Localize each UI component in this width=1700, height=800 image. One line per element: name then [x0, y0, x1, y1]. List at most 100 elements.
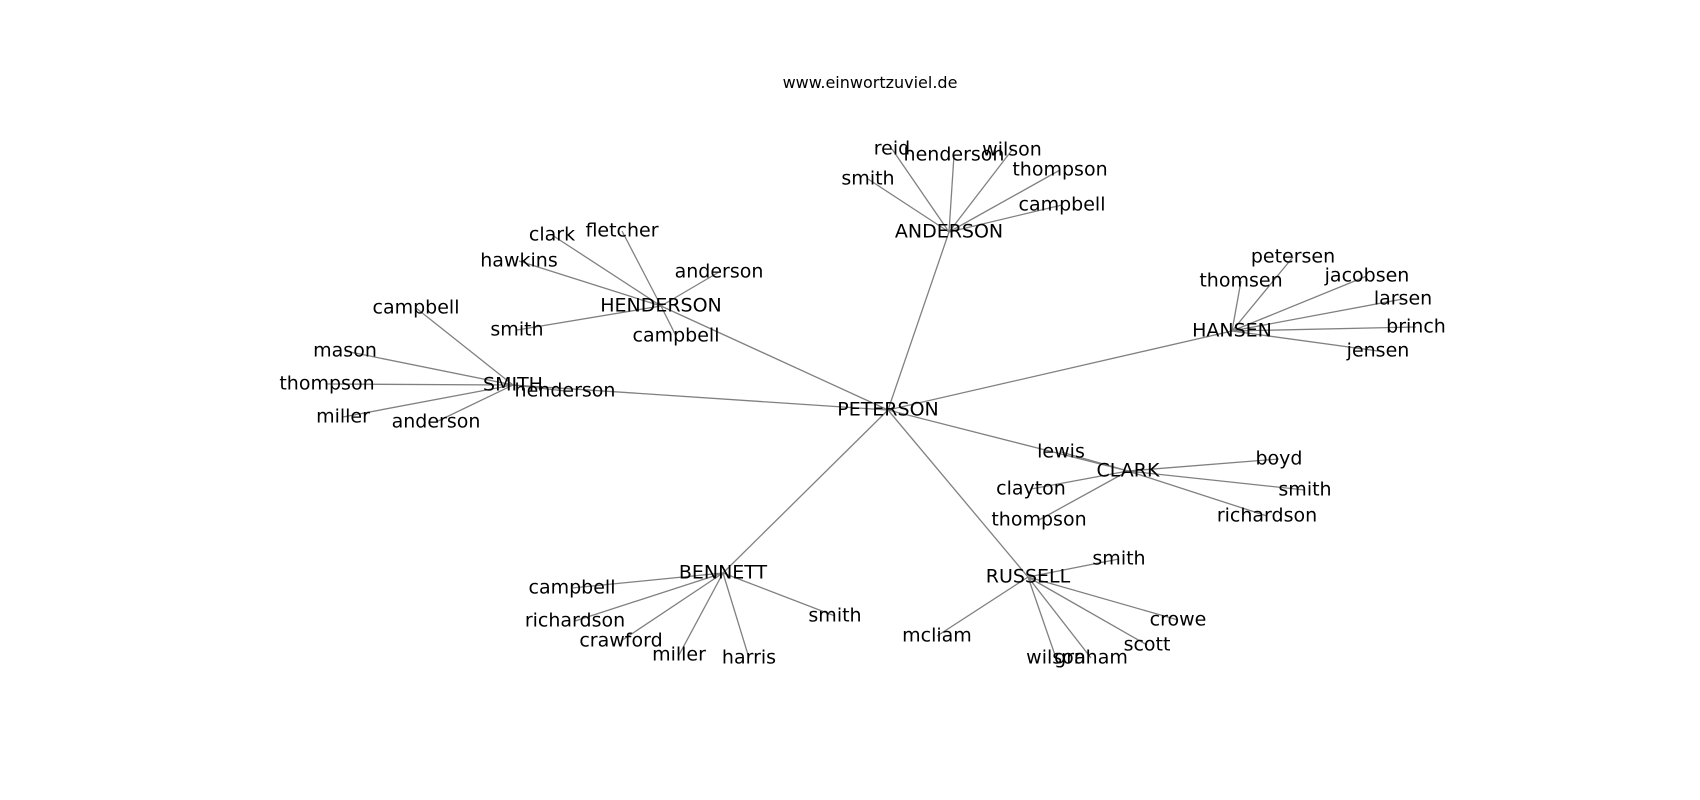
edge-henderson-smith	[516, 305, 662, 331]
leaf-node-label: henderson	[515, 380, 616, 402]
leaf-node-label: clark	[529, 224, 575, 246]
edge-henderson-clark	[551, 234, 662, 307]
leaf-node-label: campbell	[529, 577, 616, 599]
edge-russell-graham	[1027, 576, 1092, 659]
edge-hansen-jensen	[1231, 330, 1379, 352]
leaf-node-label: wilson	[982, 139, 1042, 161]
leaf-node-label: jensen	[1346, 340, 1410, 362]
leaf-node-label: campbell	[1019, 194, 1106, 216]
diagram-caption: www.einwortzuviel.de	[783, 73, 958, 92]
leaf-node-label: wilson	[1026, 647, 1086, 669]
leaf-node-label: larsen	[1374, 288, 1432, 310]
edge-henderson-hawkins	[518, 260, 662, 307]
edge-russell-scott	[1027, 576, 1148, 646]
leaf-node-label: thompson	[279, 373, 374, 395]
leaf-node-label: miller	[652, 644, 706, 666]
leaf-node-label: campbell	[373, 297, 460, 319]
leaf-node-label: richardson	[525, 610, 625, 632]
hub-node-label: SMITH	[483, 374, 543, 396]
label-layer: PETERSONANDERSONreidhendersonwilsonsmith…	[279, 138, 1445, 669]
edge-root-russell	[887, 409, 1029, 578]
edge-russell-crowe	[1027, 576, 1179, 621]
leaf-node-label: thomsen	[1199, 270, 1282, 292]
edge-bennett-harris	[722, 572, 750, 659]
leaf-node-label: clayton	[996, 478, 1066, 500]
edge-russell-wilson	[1027, 576, 1057, 659]
hub-node-label: HANSEN	[1192, 320, 1272, 342]
edge-clark-richardson	[1127, 470, 1268, 517]
leaf-node-label: lewis	[1037, 441, 1085, 463]
edge-hansen-brinch	[1231, 326, 1417, 332]
edge-hansen-jacobsen	[1231, 275, 1368, 332]
edge-bennett-miller	[678, 572, 724, 656]
edge-root-clark	[887, 409, 1129, 472]
leaf-node-label: fletcher	[585, 220, 658, 242]
leaf-node-label: reid	[874, 138, 910, 160]
edge-clark-boyd	[1127, 458, 1280, 472]
leaf-node-label: crawford	[579, 630, 662, 652]
leaf-node-label: smith	[1092, 548, 1145, 570]
leaf-node-label: richardson	[1217, 505, 1317, 527]
edge-smith-anderson	[435, 384, 514, 423]
edge-russell-smith	[1027, 558, 1120, 578]
leaf-node-label: crowe	[1150, 609, 1207, 631]
edge-layer	[326, 148, 1417, 659]
leaf-node-label: thompson	[1012, 159, 1107, 181]
leaf-node-label: anderson	[675, 261, 764, 283]
leaf-node-label: brinch	[1386, 316, 1446, 338]
edge-hansen-petersen	[1231, 256, 1294, 332]
edge-smith-henderson	[512, 384, 566, 392]
edge-anderson-campbell	[948, 204, 1063, 233]
edge-anderson-wilson	[948, 149, 1013, 233]
hub-node-label: HENDERSON	[600, 295, 722, 317]
edge-smith-miller	[342, 384, 514, 418]
hub-node-label: RUSSELL	[986, 566, 1071, 588]
leaf-node-label: scott	[1124, 634, 1171, 656]
edge-smith-mason	[344, 350, 514, 386]
leaf-node-label: miller	[316, 406, 370, 428]
edge-bennett-campbell	[571, 572, 724, 589]
edge-henderson-fletcher	[621, 230, 662, 307]
edge-clark-clayton	[1030, 470, 1129, 490]
leaf-node-label: petersen	[1251, 246, 1335, 268]
leaf-node-label: hawkins	[480, 250, 557, 272]
edge-root-anderson	[887, 231, 950, 411]
edge-clark-lewis	[1060, 451, 1129, 472]
edge-bennett-smith	[722, 572, 836, 617]
leaf-node-label: anderson	[392, 411, 481, 433]
leaf-node-label: thompson	[991, 509, 1086, 531]
hub-node-label: CLARK	[1097, 460, 1160, 482]
edge-root-hansen	[887, 330, 1233, 411]
edge-henderson-campbell	[660, 305, 677, 337]
edge-root-bennett	[722, 409, 889, 574]
edge-anderson-smith	[867, 178, 950, 233]
edge-root-henderson	[660, 305, 889, 411]
edge-anderson-henderson	[948, 154, 955, 233]
leaf-node-label: mcliam	[902, 625, 972, 647]
edge-anderson-thompson	[948, 169, 1061, 233]
edge-henderson-anderson	[660, 271, 720, 307]
edge-bennett-richardson	[574, 572, 724, 622]
edge-clark-thompson	[1038, 470, 1129, 521]
leaf-node-label: graham	[1054, 647, 1128, 669]
leaf-node-label: boyd	[1256, 448, 1303, 470]
leaf-node-label: smith	[808, 605, 861, 627]
leaf-node-label: smith	[490, 319, 543, 341]
leaf-node-label: smith	[1278, 479, 1331, 501]
edge-anderson-reid	[891, 148, 950, 233]
edge-bennett-crawford	[620, 572, 724, 642]
root-node-label: PETERSON	[837, 399, 939, 421]
edge-hansen-larsen	[1231, 298, 1404, 332]
edge-root-smith	[512, 384, 889, 411]
hub-node-label: ANDERSON	[895, 221, 1003, 243]
leaf-node-label: henderson	[904, 144, 1005, 166]
edge-smith-campbell	[415, 307, 514, 386]
leaf-node-label: harris	[722, 647, 776, 669]
hub-node-label: BENNETT	[679, 562, 768, 584]
edge-hansen-thomsen	[1231, 280, 1242, 332]
leaf-node-label: mason	[313, 340, 377, 362]
leaf-node-label: campbell	[633, 325, 720, 347]
leaf-node-label: jacobsen	[1324, 265, 1410, 287]
edge-smith-thompson	[326, 383, 514, 386]
